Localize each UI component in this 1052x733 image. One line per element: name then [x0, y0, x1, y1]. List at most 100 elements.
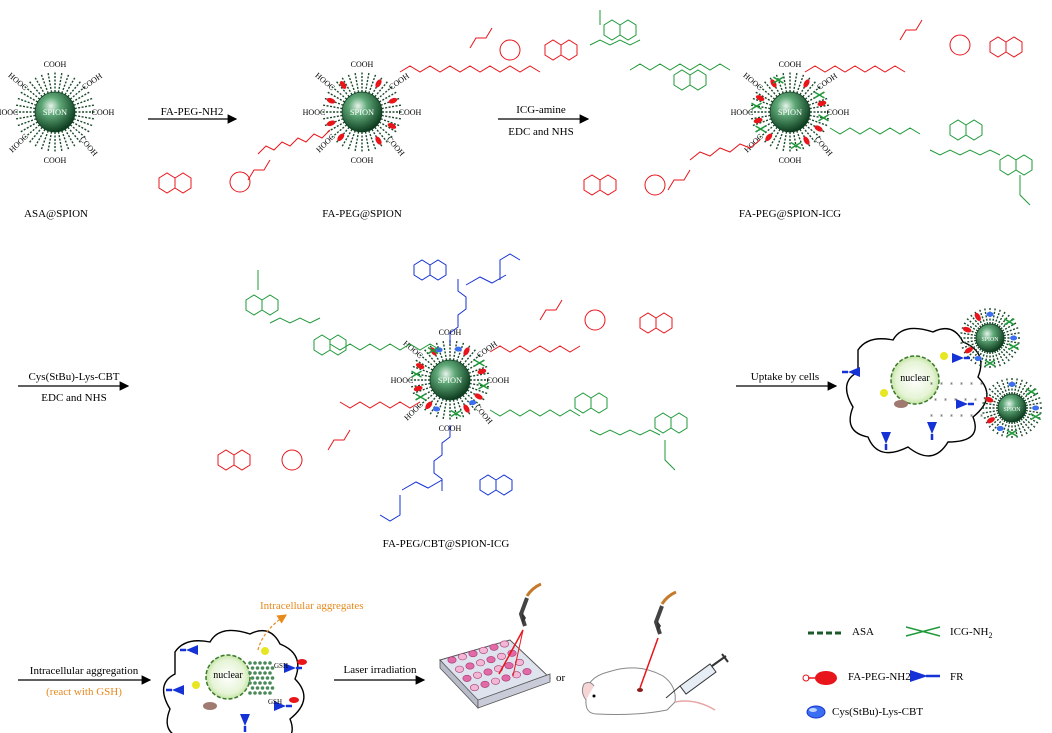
aggregate-dot [263, 681, 267, 685]
fa-peg-drop [986, 417, 995, 424]
carboxyl-label: HOOC [6, 71, 29, 92]
fa-peg-drop [413, 385, 423, 392]
particle-speck: ⁎ [940, 381, 943, 387]
folate-receptor-icon [956, 399, 974, 409]
cbt-drop [454, 346, 462, 352]
fa-peg-drop [477, 368, 487, 375]
well [504, 662, 514, 670]
fa-peg-drop [326, 120, 336, 127]
aggregate-dot [250, 676, 255, 680]
aggregate-dot [268, 671, 272, 675]
aggregate-dot [248, 661, 252, 665]
folate-receptor-icon [842, 367, 860, 377]
particle-speck: ⁎ [980, 413, 983, 419]
fa-peg-drop [425, 401, 433, 410]
fa-peg-drop [297, 659, 307, 665]
carboxyl-label: COOH [92, 108, 115, 117]
cbt-drop [996, 425, 1004, 431]
fa-peg-drop [339, 81, 347, 89]
folate-receptor-icon [284, 663, 302, 673]
aggregate-dot [260, 676, 265, 680]
laser-fiber-icon [498, 582, 542, 677]
icg-ligand [1025, 388, 1037, 396]
icg-chain-p4-top [245, 270, 441, 356]
icg-chain-p4-bottom [489, 392, 688, 471]
icg-ligand [1003, 318, 1015, 326]
spion-core [975, 323, 1005, 353]
aggregate-dot [265, 666, 270, 670]
particle-speck: ⁎ [950, 413, 953, 419]
aggregate-dot [258, 671, 262, 675]
particle-speck: ⁎ [960, 413, 963, 419]
or-label: or [556, 672, 566, 684]
aggregate-dot [268, 691, 272, 695]
fa-peg-drop [814, 125, 823, 132]
spion-core [429, 359, 471, 401]
fa-peg-drop [803, 136, 810, 145]
arrow1-label: FA-PEG-NH2 [160, 106, 224, 118]
cbt-drop [974, 355, 982, 361]
carboxyl-label: COOH [779, 156, 802, 165]
spion-core [34, 91, 76, 133]
particle-speck: ⁎ [970, 413, 973, 419]
asa-spion-label: ASA@SPION [24, 208, 88, 220]
fa-peg-drop [753, 117, 763, 124]
cbt-drop [986, 311, 994, 317]
fa-peg-drop [964, 347, 973, 354]
icg-ligand [478, 382, 489, 390]
spion-core-label: SPION [43, 108, 67, 117]
gsh-label-1: GSH [274, 662, 289, 670]
carboxyl-label: COOH [475, 339, 499, 360]
aggregate-dot [258, 681, 262, 685]
well [465, 662, 475, 670]
well [514, 658, 524, 666]
aggregate-dot [248, 691, 252, 695]
fa-peg-chain-p3-top [804, 19, 1023, 73]
aggregate-dot [255, 666, 260, 670]
spion-core [769, 91, 811, 133]
fa-peg-drop [388, 97, 398, 104]
aggregate-dot [268, 661, 272, 665]
carboxyl-label: HOOC [742, 132, 764, 154]
fa-peg-spion-label: FA-PEG@SPION [322, 208, 402, 220]
aggregate-dot [270, 686, 275, 690]
icg-ligand [411, 370, 422, 378]
fa-peg-spion-icg-label: FA-PEG@SPION-ICG [738, 208, 842, 220]
aggregate-dot [263, 671, 267, 675]
well [454, 665, 464, 673]
carboxyl-label: COOH [779, 60, 802, 69]
folate-receptor-icon [166, 685, 184, 695]
gsh-label-2: GSH [268, 698, 283, 706]
carboxyl-label: COOH [827, 108, 850, 117]
spion-core [997, 393, 1027, 423]
arrow6-label: Laser irradiation [343, 664, 417, 676]
fa-peg-drop [415, 363, 425, 370]
nuclear-label-row2: nuclear [900, 373, 930, 384]
cbt-drop [432, 406, 440, 412]
fa-peg-chain-p4-bottom [217, 401, 421, 471]
fa-peg-drop [375, 136, 382, 145]
carboxyl-label: COOH [399, 108, 422, 117]
aggregate-dot [260, 666, 265, 670]
fa-peg-drop [803, 79, 810, 88]
cbt-drop [1008, 381, 1016, 387]
cbt-drop [469, 400, 477, 406]
particle-speck: ⁎ [934, 397, 937, 403]
icg-ligand [1030, 412, 1042, 421]
carboxyl-label: HOOC [741, 71, 764, 92]
carboxyl-label: HOOC [391, 376, 414, 385]
legend-fr-label: FR [950, 671, 964, 683]
well [469, 684, 479, 692]
laser-fiber-icon-2 [639, 590, 677, 689]
icg-ligand-icon [905, 626, 941, 637]
legend-asa-label: ASA [852, 626, 875, 638]
nuclear-label-row3: nuclear [213, 670, 243, 681]
fa-peg-drop [289, 697, 299, 703]
particle-speck: ⁎ [930, 413, 933, 419]
fa-peg-chain-p4-top [489, 299, 673, 353]
carboxyl-label: COOH [815, 71, 839, 92]
carboxyl-label: COOH [385, 135, 407, 158]
carboxyl-label: COOH [44, 156, 67, 165]
